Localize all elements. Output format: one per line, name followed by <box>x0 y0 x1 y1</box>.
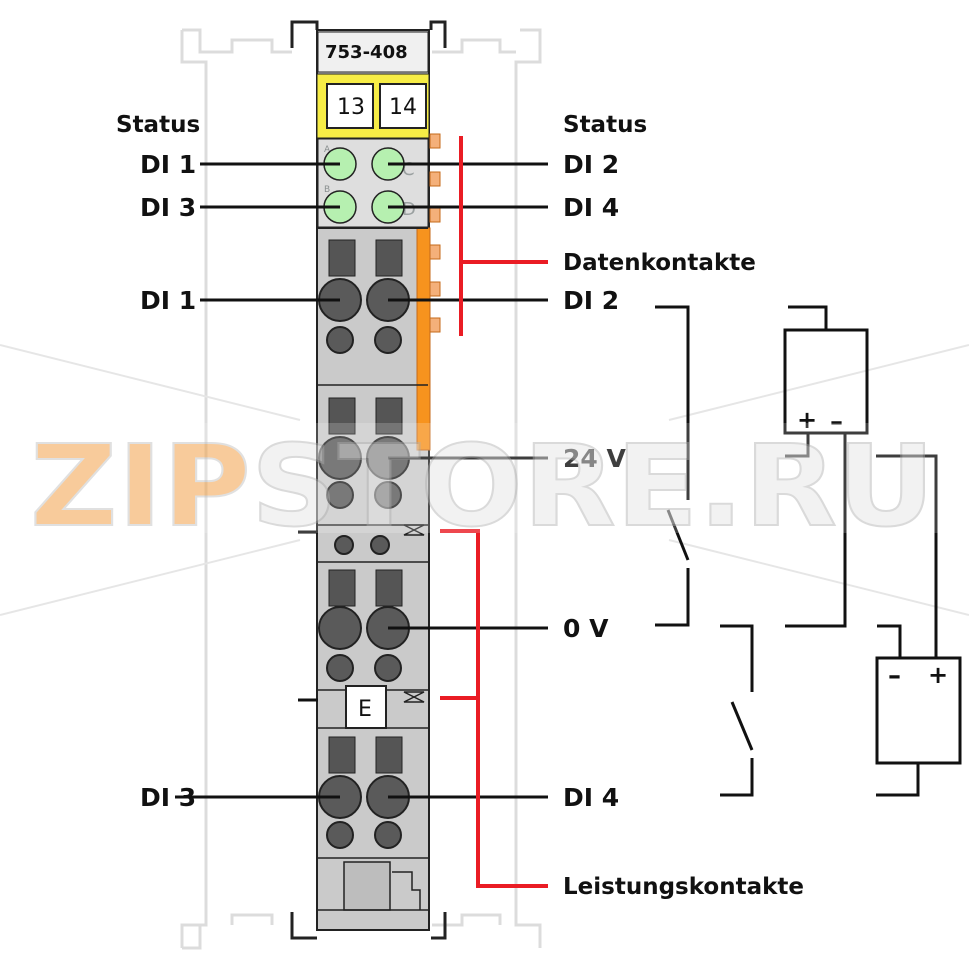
watermark-suffix: STORE.RU <box>251 422 935 552</box>
terminal-module: 753-408 13 14 A B C D <box>290 20 447 940</box>
led-di3-label: DI 3 <box>140 193 196 222</box>
top-supply-minus: – <box>830 407 843 437</box>
leader-lines <box>175 162 548 799</box>
bottom-supply-plus: + <box>928 661 948 689</box>
divider-2: E <box>298 685 428 729</box>
data-contacts-callout <box>459 136 548 336</box>
pin-number-13: 13 <box>337 95 365 120</box>
status-label-left: Status <box>116 112 200 138</box>
diagram-labels: Status Status DI 1 DI 2 DI 3 DI 4 Datenk… <box>116 112 804 900</box>
top-power-supply <box>783 328 869 435</box>
pin-number-14: 14 <box>389 95 417 120</box>
terminal-di2-label: DI 2 <box>563 286 619 315</box>
data-contacts-label: Datenkontakte <box>563 250 756 276</box>
bottom-latch <box>318 857 428 911</box>
power-contacts-label: Leistungskontakte <box>563 874 804 900</box>
din-rail-outline <box>0 28 969 950</box>
led-di4-label: DI 4 <box>563 193 619 222</box>
supply-24v-label: 24 V <box>563 444 626 473</box>
led-di2-label: DI 2 <box>563 150 619 179</box>
divider-1 <box>298 524 428 563</box>
terminal-di3-label: DI 3 <box>140 783 196 812</box>
led-letter-d: D <box>402 199 416 220</box>
status-label-right: Status <box>563 112 647 138</box>
terminal-di1-label: DI 1 <box>140 286 196 315</box>
watermark-prefix: ZIP <box>30 422 251 552</box>
led-letter-b: B <box>324 185 330 195</box>
led-letter-a: A <box>324 145 331 155</box>
top-supply-plus: + <box>797 406 817 434</box>
marker-label: E <box>358 697 372 722</box>
bottom-supply-minus: – <box>888 661 901 691</box>
supply-0v-label: 0 V <box>563 614 609 643</box>
external-wiring <box>655 305 962 797</box>
power-contacts-callout <box>440 529 548 888</box>
model-number: 753-408 <box>325 42 408 63</box>
led-di1-label: DI 1 <box>140 150 196 179</box>
terminal-di4-label: DI 4 <box>563 783 619 812</box>
